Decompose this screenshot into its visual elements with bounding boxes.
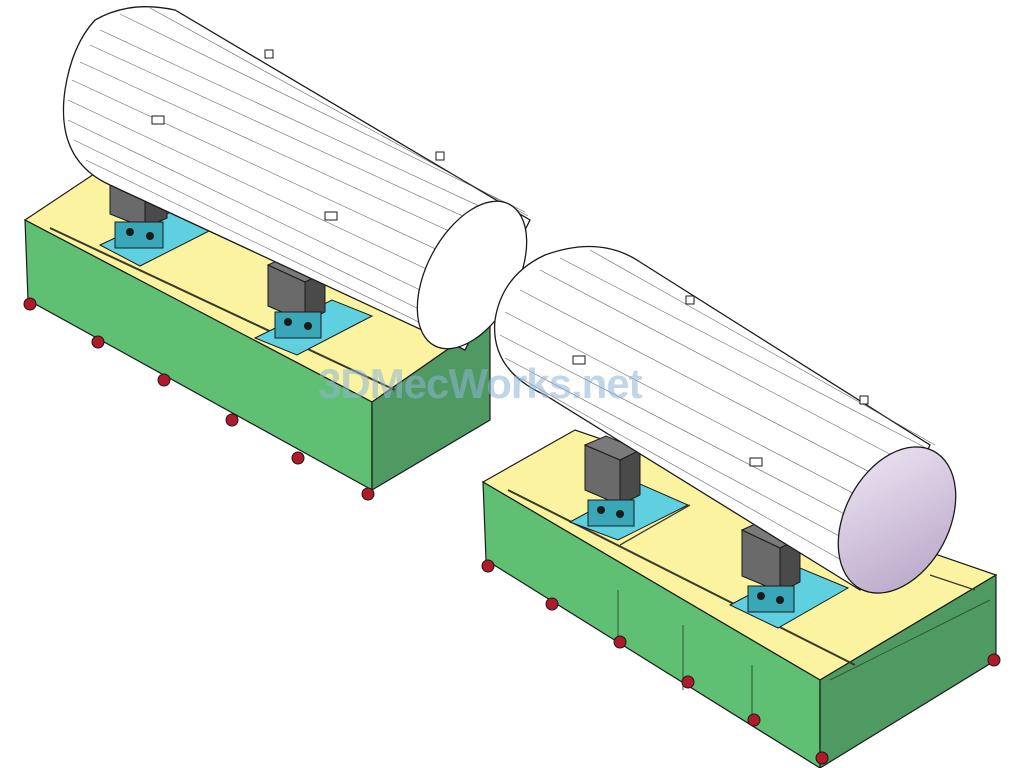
right-platform — [481, 429, 1001, 768]
caster — [681, 675, 695, 689]
caster — [747, 713, 761, 727]
caster — [987, 653, 1001, 667]
clamp — [747, 585, 795, 613]
saddle-block — [583, 435, 642, 506]
caster — [815, 751, 829, 765]
lug — [572, 355, 586, 365]
caster — [361, 487, 375, 501]
right-tank — [493, 245, 957, 594]
caster — [291, 451, 305, 465]
caster — [23, 297, 37, 311]
lug — [749, 457, 763, 467]
lug — [435, 151, 445, 161]
lug — [859, 395, 869, 405]
caster — [613, 635, 627, 649]
caster — [481, 559, 495, 573]
caster — [91, 335, 105, 349]
clamp — [114, 221, 164, 249]
clamp — [587, 499, 635, 527]
lug — [151, 115, 165, 125]
clamp — [274, 311, 322, 339]
caster — [545, 597, 559, 611]
lug — [264, 49, 274, 59]
lug — [685, 295, 695, 305]
lug — [324, 211, 338, 221]
caster — [157, 373, 171, 387]
tank-end-cap — [837, 446, 957, 594]
caster — [225, 413, 239, 427]
